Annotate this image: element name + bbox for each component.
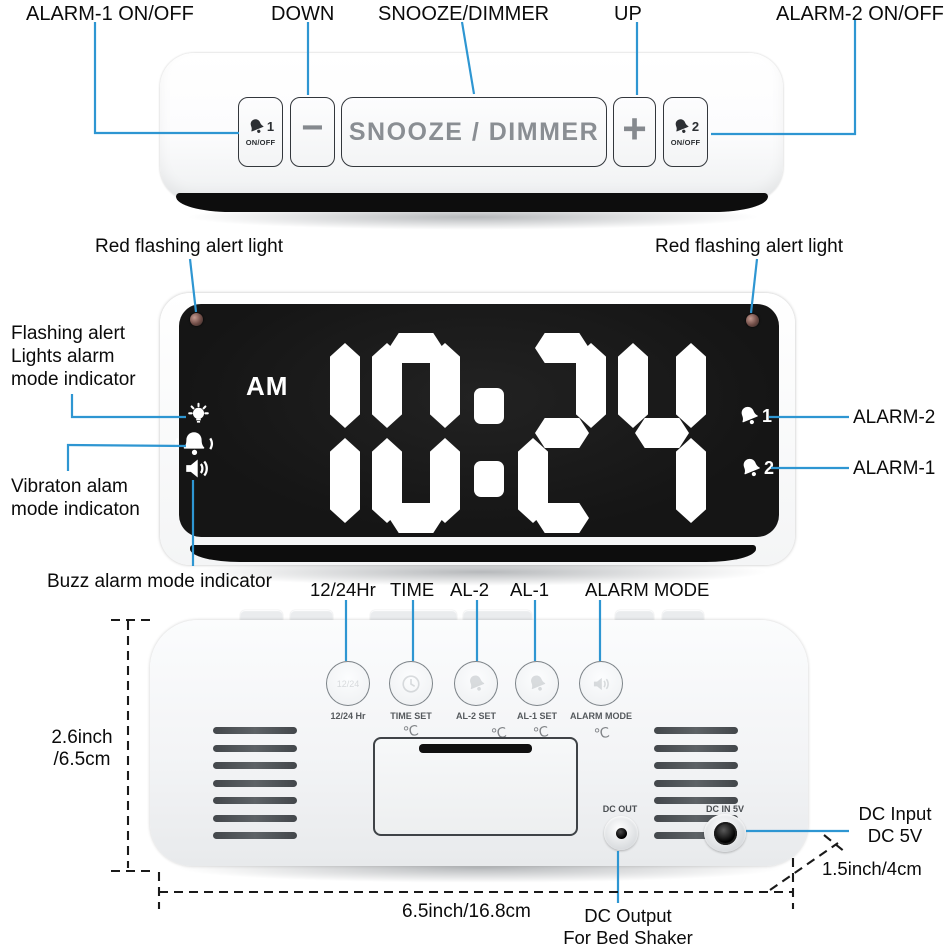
alarm1-onoff-button: 1 ON/OFF — [238, 97, 283, 167]
buzz-mode-icon — [182, 454, 211, 483]
alarm-mode-button-label: ALARM MODE — [570, 711, 632, 721]
speaker-grille-left — [213, 727, 297, 850]
snooze-dimmer-text: SNOOZE / DIMMER — [348, 117, 600, 146]
speaker-grille-right — [654, 727, 738, 850]
label-red-light-left: Red flashing alert light — [95, 236, 283, 257]
grille-slot — [654, 814, 738, 822]
dc-out-jack — [615, 827, 627, 839]
digit-4 — [618, 333, 706, 533]
speaker-icon — [591, 674, 611, 694]
bell-2-icon — [669, 114, 694, 139]
flashing-light-mode-icon — [184, 400, 213, 429]
display-bell-2-number: 2 — [764, 458, 775, 478]
dimension-height-label: 2.6inch /6.5cm — [51, 727, 113, 770]
label-dc-output: DC Output For Bed Shaker — [563, 905, 693, 946]
grille-slot — [654, 797, 738, 804]
dimension-depth-label: 1.5inch/4cm — [822, 858, 922, 879]
dc-in-jack — [713, 821, 737, 845]
down-button: − — [290, 97, 335, 167]
grille-slot — [213, 797, 297, 804]
alarm2-onoff-text: ON/OFF — [670, 138, 701, 147]
alarm2-button-number: 2 — [691, 119, 700, 134]
label-down: DOWN — [271, 3, 335, 25]
alarm2-onoff-button: 2 ON/OFF — [663, 97, 708, 167]
clock-icon — [400, 673, 422, 695]
label-al2: AL-2 — [450, 579, 490, 600]
bell-icon — [523, 670, 550, 697]
time-set-button — [389, 661, 433, 706]
1224hr-set-button: 12/24 — [326, 661, 370, 706]
alarm-mode-button — [579, 661, 623, 706]
battery-compartment — [373, 737, 578, 836]
label-alarm1-indicator: ALARM-1 — [853, 458, 936, 479]
grille-slot — [654, 727, 738, 734]
dc-in-label: DC IN 5V — [705, 804, 745, 814]
battery-compartment-slot — [419, 744, 532, 753]
al2-set-button-label: AL-2 SET — [455, 711, 497, 721]
bell-icon — [462, 670, 489, 697]
bell-1-icon — [244, 114, 269, 139]
alarm1-onoff-text: ON/OFF — [245, 138, 276, 147]
label-alarm2-onoff: ALARM-2 ON/OFF — [776, 3, 944, 25]
label-dc-input: DC Input DC 5V — [858, 803, 932, 846]
label-flashing-alert-block: Flashing alert Lights alarm mode indicat… — [11, 323, 136, 390]
snooze-dimmer-button: SNOOZE / DIMMER — [341, 97, 607, 167]
dimension-width-label: 6.5inch/16.8cm — [402, 901, 531, 922]
label-alarm-mode: ALARM MODE — [585, 579, 710, 600]
celsius-glyph: ℃ — [592, 723, 611, 743]
clock-top-view-base — [176, 193, 768, 212]
digit-2 — [518, 333, 606, 533]
display-bell-1-number: 1 — [762, 406, 773, 426]
grille-slot — [654, 744, 738, 752]
dc-out-label: DC OUT — [602, 804, 638, 814]
label-up: UP — [614, 3, 642, 25]
dc-out-port — [604, 816, 638, 850]
al1-set-button-label: AL-1 SET — [516, 711, 558, 721]
label-vibration-block: Vibraton alam mode indicaton — [11, 476, 140, 520]
alarm1-button-number: 1 — [266, 119, 275, 134]
label-time: TIME — [390, 579, 435, 600]
digit-1 — [272, 333, 360, 533]
red-alert-light-left — [190, 313, 203, 326]
grille-slot — [213, 779, 297, 787]
dc-in-port — [704, 814, 746, 852]
label-alarm2-indicator: ALARM-2 — [853, 407, 936, 428]
up-button: + — [613, 97, 656, 167]
label-snooze-dimmer: SNOOZE/DIMMER — [378, 3, 550, 25]
grille-slot — [213, 727, 297, 734]
grille-slot — [213, 744, 297, 752]
1224hr-button-label: 12/24 Hr — [330, 711, 366, 721]
minus-icon: − — [301, 106, 324, 149]
al1-set-button — [515, 661, 559, 706]
time-display — [272, 333, 706, 533]
red-alert-light-right — [746, 314, 759, 327]
label-buzz-mode: Buzz alarm mode indicator — [47, 571, 272, 592]
grille-slot — [213, 762, 297, 769]
al2-set-button — [454, 661, 498, 706]
grille-slot — [654, 832, 738, 839]
grille-slot — [213, 814, 297, 822]
plus-icon: + — [622, 105, 647, 152]
grille-slot — [654, 779, 738, 787]
label-al1: AL-1 — [510, 579, 550, 600]
grille-slot — [213, 832, 297, 839]
colon — [472, 333, 506, 533]
time-set-button-label: TIME SET — [390, 711, 432, 721]
label-red-light-right: Red flashing alert light — [655, 236, 843, 257]
label-alarm1-onoff: ALARM-1 ON/OFF — [26, 3, 194, 25]
label-1224hr: 12/24Hr — [310, 579, 376, 600]
ampm-indicator: AM — [246, 371, 289, 401]
digit-0 — [372, 333, 460, 533]
clock-front-view-base — [190, 545, 756, 562]
grille-slot — [654, 762, 738, 769]
